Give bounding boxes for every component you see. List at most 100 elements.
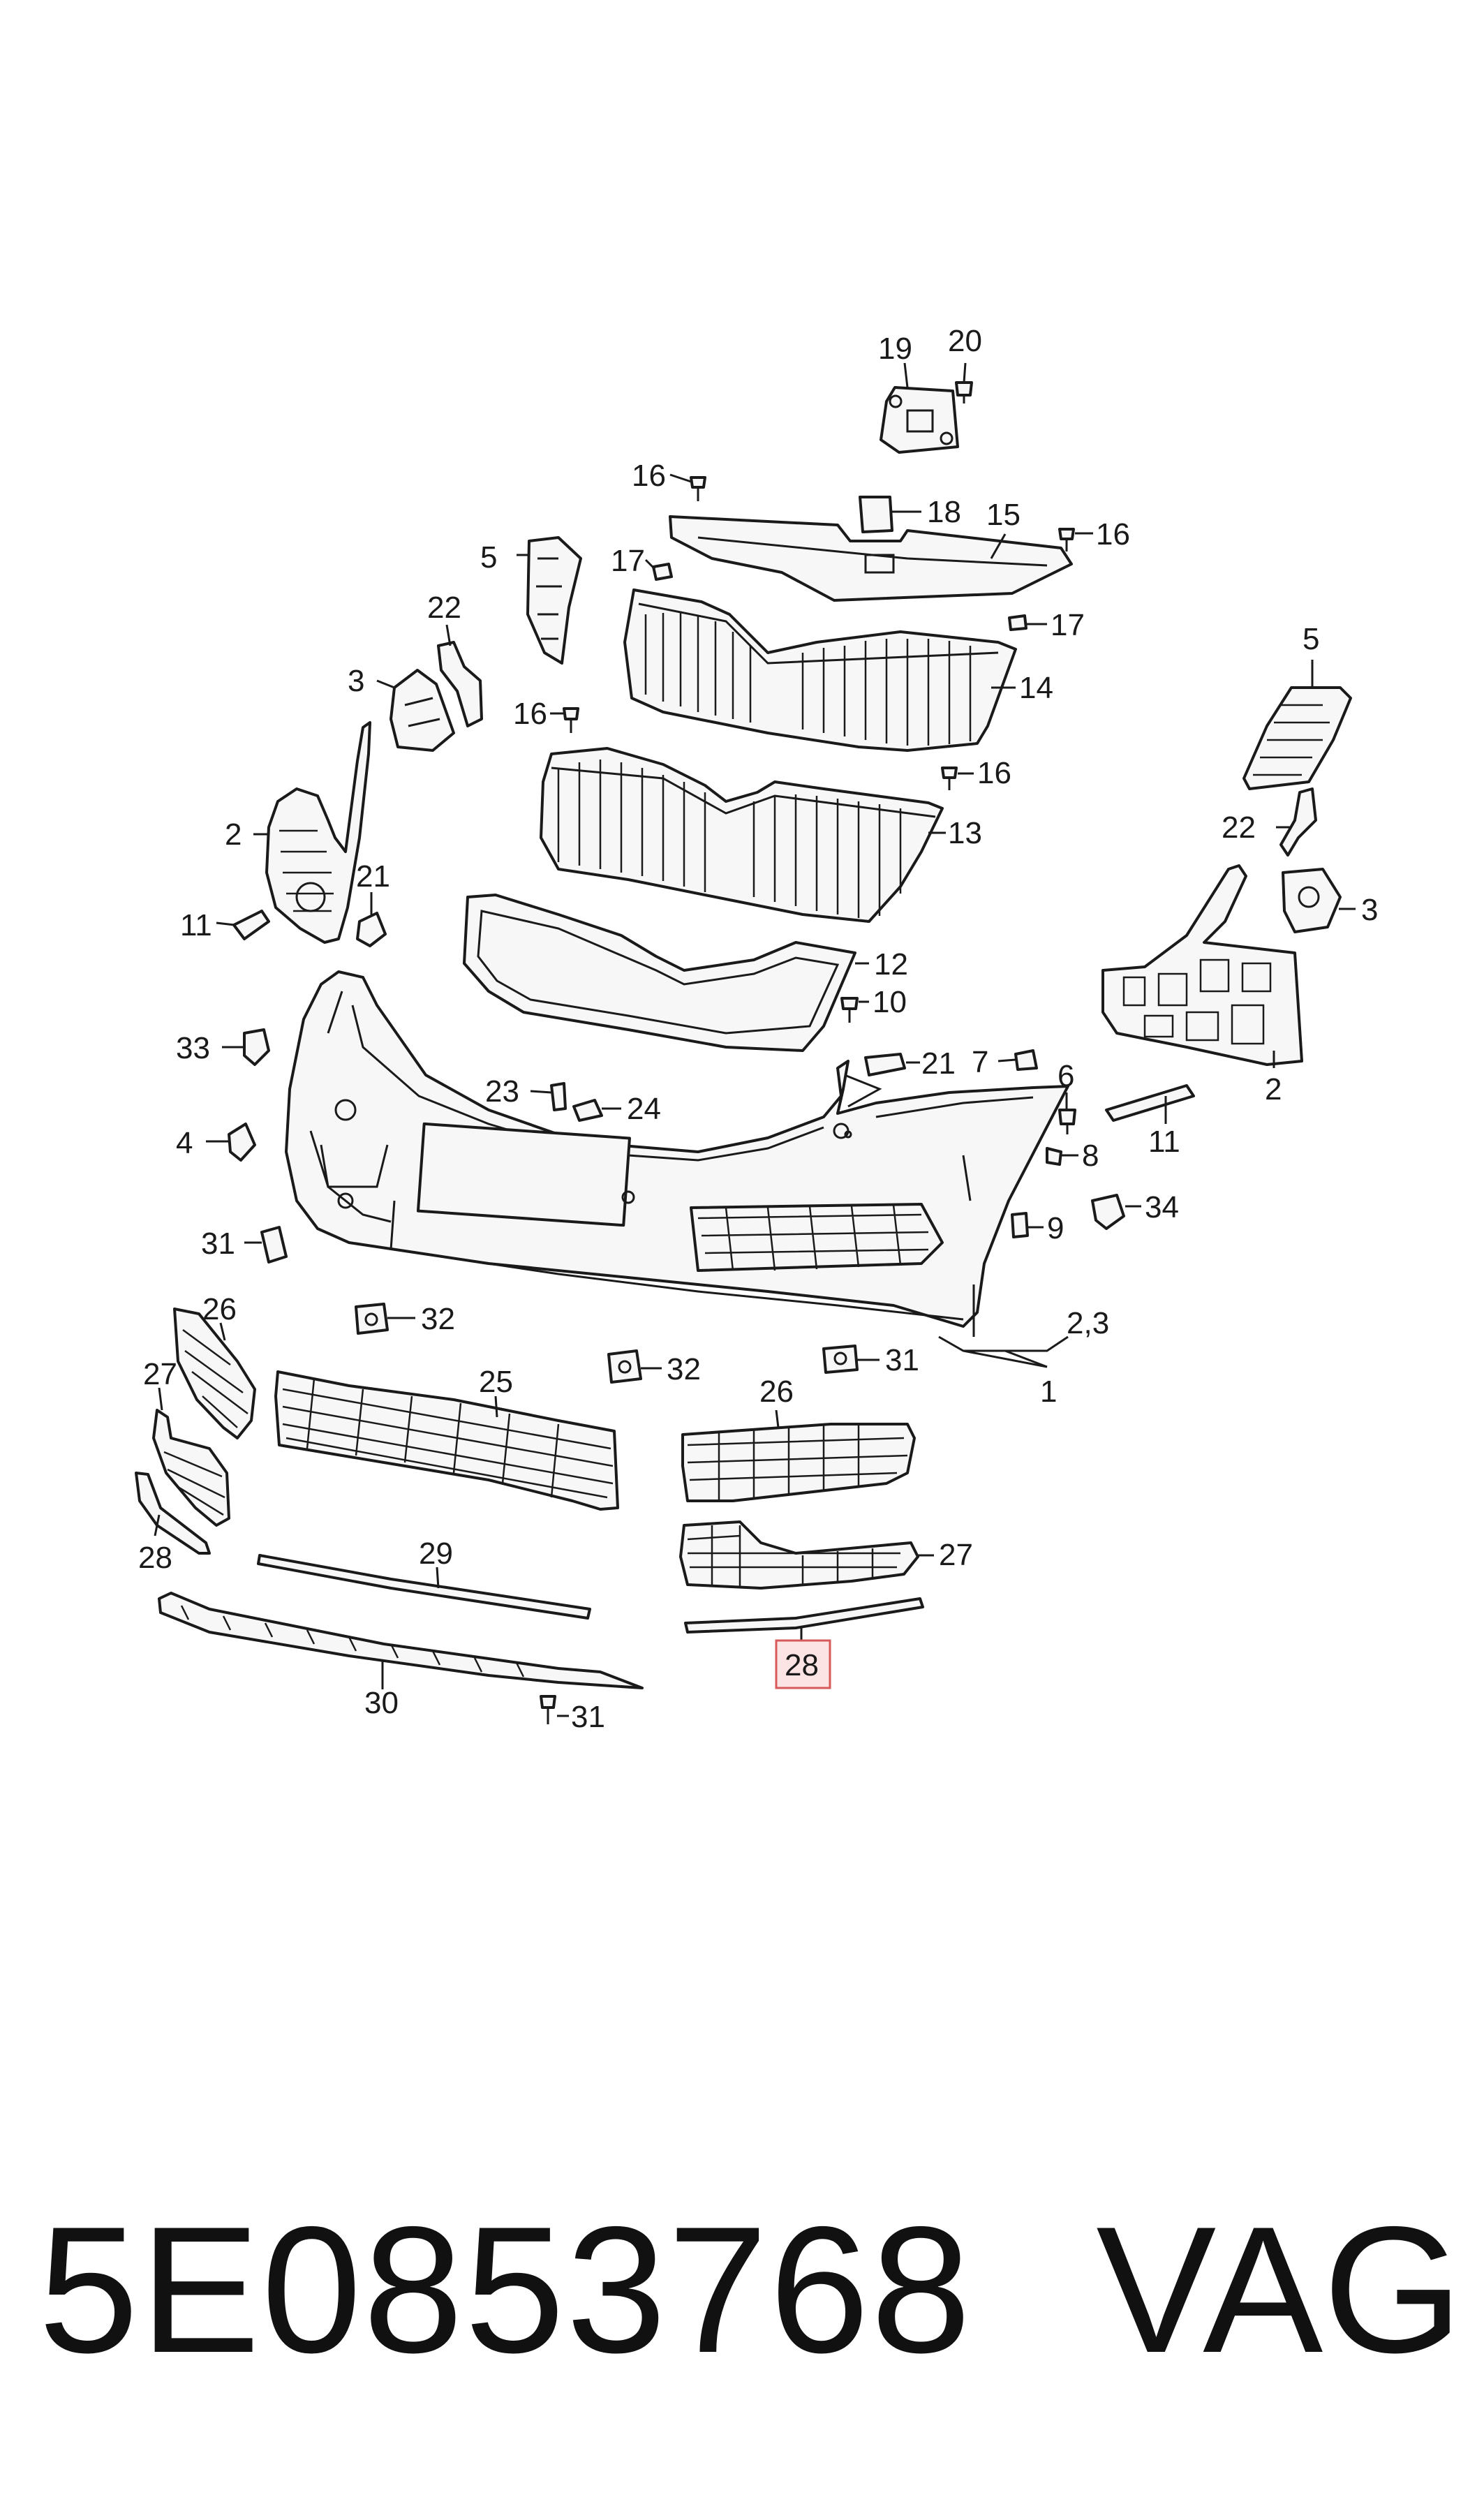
clip-23 bbox=[550, 1082, 567, 1111]
clip-17-right bbox=[1008, 614, 1027, 631]
callout-12: 12 bbox=[874, 947, 908, 982]
callout-32: 32 bbox=[421, 1302, 455, 1336]
grille-27-right bbox=[679, 1520, 919, 1590]
callout-2-3: 2,3 bbox=[1067, 1306, 1109, 1340]
callout-26: 26 bbox=[202, 1292, 237, 1326]
bolt-20 bbox=[955, 381, 973, 403]
bolt-8 bbox=[1046, 1147, 1062, 1166]
callout-21: 21 bbox=[356, 859, 390, 894]
callout-5: 5 bbox=[480, 540, 497, 575]
callout-3: 3 bbox=[1361, 893, 1378, 927]
bolt-16-top bbox=[690, 476, 706, 501]
bolt-31-bottom bbox=[540, 1695, 556, 1724]
bolt-16-grille bbox=[563, 707, 579, 733]
bracket-5-left bbox=[526, 536, 582, 665]
bumper-cover-1 bbox=[285, 970, 1069, 1328]
clip-7 bbox=[1014, 1049, 1038, 1071]
bolt-33 bbox=[243, 1028, 270, 1066]
callout-23: 23 bbox=[485, 1074, 519, 1109]
callout-4: 4 bbox=[176, 1126, 193, 1160]
bracket-22-right bbox=[1279, 787, 1317, 857]
callout-10: 10 bbox=[873, 985, 907, 1019]
frame-12 bbox=[463, 894, 856, 1052]
bracket-34 bbox=[1091, 1194, 1125, 1230]
bracket-2-right bbox=[1101, 864, 1303, 1066]
grille-13 bbox=[540, 747, 944, 923]
callout-6: 6 bbox=[1058, 1059, 1074, 1093]
bracket-5-right bbox=[1242, 686, 1352, 790]
callout-16: 16 bbox=[513, 697, 547, 731]
callout-2: 2 bbox=[1265, 1072, 1282, 1106]
callout-28-highlighted: 28 bbox=[785, 1648, 819, 1682]
bracket-2-left bbox=[265, 721, 371, 944]
callout-32: 32 bbox=[667, 1352, 701, 1386]
bolt-6 bbox=[1058, 1109, 1076, 1134]
callout-33: 33 bbox=[176, 1031, 210, 1065]
clip-21-left bbox=[356, 912, 387, 947]
clip-9 bbox=[1011, 1212, 1029, 1238]
callout-22: 22 bbox=[427, 591, 461, 625]
leader-lines bbox=[154, 362, 1356, 1717]
callout-18: 18 bbox=[927, 495, 961, 529]
sensor-18 bbox=[859, 496, 893, 533]
callout-25: 25 bbox=[479, 1365, 513, 1399]
callout-19: 19 bbox=[878, 332, 912, 366]
callout-21: 21 bbox=[921, 1046, 956, 1081]
clip-17-left bbox=[652, 563, 673, 581]
bracket-22-left bbox=[437, 641, 483, 727]
grille-26-left bbox=[173, 1308, 256, 1439]
cap-4 bbox=[228, 1123, 256, 1162]
highlight-box-28 bbox=[775, 1639, 831, 1689]
grille-27-left bbox=[152, 1409, 230, 1527]
callout-1: 1 bbox=[1040, 1375, 1057, 1409]
bracket-3-left bbox=[389, 669, 455, 752]
cap-31-center bbox=[822, 1345, 859, 1374]
strip-28-left bbox=[135, 1472, 211, 1555]
callout-28: 28 bbox=[138, 1541, 172, 1575]
callout-5: 5 bbox=[1303, 622, 1319, 656]
callout-17: 17 bbox=[1051, 608, 1085, 642]
callout-labels: 19 20 16 18 15 16 5 17 22 17 14 3 16 16 … bbox=[138, 324, 1378, 1734]
grille-26-right bbox=[681, 1423, 916, 1502]
callout-26: 26 bbox=[759, 1375, 794, 1409]
clip-24 bbox=[572, 1099, 603, 1122]
strip-11-right bbox=[1105, 1084, 1195, 1122]
spoiler-30 bbox=[158, 1592, 644, 1689]
bracket-19 bbox=[880, 386, 959, 454]
callout-31: 31 bbox=[571, 1700, 605, 1734]
callout-17: 17 bbox=[611, 544, 645, 578]
callout-16: 16 bbox=[977, 756, 1011, 790]
callout-31: 31 bbox=[885, 1343, 919, 1377]
callout-7: 7 bbox=[972, 1045, 988, 1079]
strip-29 bbox=[257, 1554, 591, 1620]
bolt-10 bbox=[840, 997, 859, 1023]
callout-11: 11 bbox=[1148, 1125, 1180, 1159]
callout-14: 14 bbox=[1019, 671, 1053, 705]
callout-34: 34 bbox=[1145, 1190, 1179, 1224]
cap-32-left bbox=[355, 1303, 389, 1335]
callout-13: 13 bbox=[948, 816, 982, 850]
callout-31: 31 bbox=[201, 1227, 235, 1261]
clip-11-left bbox=[232, 910, 270, 940]
callout-3: 3 bbox=[348, 664, 364, 698]
callout-29: 29 bbox=[419, 1536, 453, 1571]
callout-24: 24 bbox=[627, 1092, 661, 1126]
crossmember-15 bbox=[669, 515, 1073, 602]
callout-11: 11 bbox=[180, 908, 212, 942]
cover-21-right bbox=[864, 1053, 906, 1076]
strip-28-right bbox=[684, 1597, 924, 1634]
callout-27: 27 bbox=[939, 1538, 973, 1572]
cap-32-center bbox=[607, 1349, 642, 1384]
bracket-3-right bbox=[1282, 868, 1342, 933]
callout-20: 20 bbox=[948, 324, 982, 358]
bolt-16-grille-right bbox=[941, 766, 958, 790]
callout-30: 30 bbox=[364, 1686, 399, 1720]
callout-8: 8 bbox=[1082, 1139, 1099, 1173]
footer-caption: 5E0853768 VAG bbox=[0, 2192, 1484, 2387]
grille-14 bbox=[623, 588, 1017, 752]
brand-name: VAG bbox=[1096, 2189, 1463, 2390]
clip-31-left bbox=[260, 1226, 288, 1264]
part-number: 5E0853768 bbox=[38, 2189, 972, 2390]
callout-15: 15 bbox=[986, 498, 1021, 532]
